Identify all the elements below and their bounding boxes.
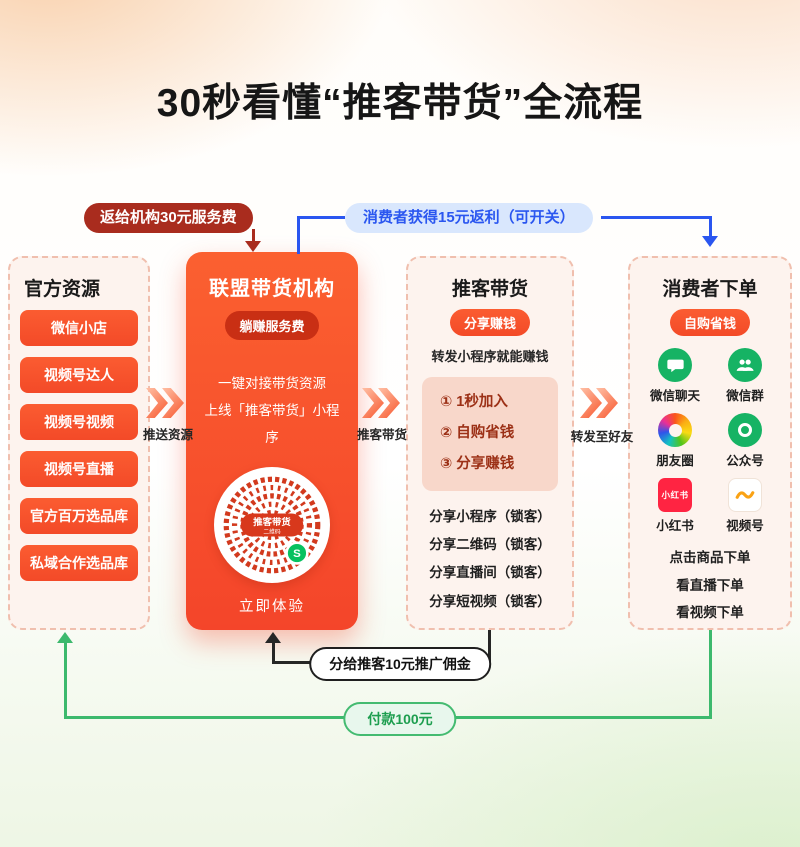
resources-title: 官方资源	[24, 279, 101, 300]
tuike-step: ③ 分享赚钱	[440, 456, 515, 473]
consumer-badge: 自购省钱	[669, 309, 750, 336]
share-item: 分享直播间（锁客）	[429, 565, 551, 581]
chevron-icon	[362, 388, 384, 418]
rebate-arrow-icon	[702, 236, 718, 247]
share-item: 分享小程序（锁客）	[429, 508, 551, 524]
channel-label: 朋友圈	[656, 454, 694, 468]
tuike-share-list: 分享小程序（锁客） 分享二维码（锁客） 分享直播间（锁客） 分享短视频（锁客）	[418, 503, 562, 616]
channel-official-account: 公众号	[712, 413, 778, 469]
panel-consumer: 消费者下单 自购省钱 微信聊天 微信群 朋友圈	[628, 256, 792, 630]
agency-line: 一键对接带货资源	[218, 376, 326, 391]
flow-label-3: 转发至好友	[570, 430, 634, 444]
consumer-rebate-badge: 消费者获得15元返利（可开关）	[345, 203, 593, 233]
panel-official-resources: 官方资源 微信小店 视频号达人 视频号视频 视频号直播 官方百万选品库 私域合作…	[8, 256, 150, 630]
consumer-title: 消费者下单	[662, 279, 758, 300]
rebate-connector-right-v	[709, 216, 712, 236]
miniprogram-glyph: S	[293, 548, 301, 560]
chevron-icon	[146, 388, 168, 418]
share-item: 分享短视频（锁客）	[429, 593, 551, 609]
miniprogram-icon	[285, 541, 309, 565]
channel-wechat-group: 微信群	[712, 348, 778, 404]
channel-label: 微信群	[726, 389, 764, 403]
agency-badge: 躺赚服务费	[225, 311, 319, 340]
channels-icon	[728, 478, 762, 512]
commission-arrow-icon	[265, 632, 281, 643]
panel-tuike: 推客带货 分享赚钱 转发小程序就能赚钱 ① 1秒加入 ② 自购省钱 ③ 分享赚钱…	[406, 256, 574, 630]
tuike-subtitle: 转发小程序就能赚钱	[431, 349, 549, 364]
official-account-icon	[728, 413, 762, 447]
qr-code: 推客带货 二维码 S	[214, 467, 330, 583]
consumer-action: 看直播下单	[676, 577, 744, 593]
tuike-badge: 分享赚钱	[449, 309, 530, 336]
chevron-icon	[580, 388, 602, 418]
flow-arrow-3-icon	[580, 388, 618, 418]
tuike-step: ② 自购省钱	[440, 425, 515, 442]
consumer-action: 看视频下单	[676, 605, 744, 621]
payment-arrow-icon	[57, 632, 73, 643]
rebate-connector-left-h	[297, 216, 345, 219]
channel-xiaohongshu: 小红书 小红书	[642, 478, 708, 534]
consumer-action: 点击商品下单	[669, 550, 751, 565]
consumer-channels: 微信聊天 微信群 朋友圈 公众号 小红书	[640, 348, 780, 534]
agency-fee-badge: 返给机构30元服务费	[84, 203, 253, 233]
flow-label-2: 推客带货	[356, 428, 407, 442]
resource-item: 官方百万选品库	[20, 498, 138, 534]
resource-item: 微信小店	[20, 310, 138, 346]
agency-line: 上线「推客带货」小程序	[204, 403, 340, 445]
qr-center-label: 推客带货	[253, 516, 291, 527]
share-item: 分享二维码（锁客）	[429, 536, 551, 552]
resource-item: 视频号达人	[20, 357, 138, 393]
payment-badge: 付款100元	[343, 702, 457, 736]
wechat-chat-icon	[658, 348, 692, 382]
flow-arrow-1-icon	[146, 388, 184, 418]
resource-item: 私域合作选品库	[20, 545, 138, 581]
qr-center-sublabel: 二维码	[263, 527, 280, 535]
flow-arrow-2-icon	[362, 388, 400, 418]
tuike-title: 推客带货	[451, 279, 528, 300]
payment-connector-v2	[64, 643, 67, 719]
wechat-group-icon	[728, 348, 762, 382]
channel-label: 微信聊天	[649, 389, 700, 403]
commission-badge: 分给推客10元推广佣金	[309, 647, 491, 681]
tuike-step: ① 1秒加入	[440, 394, 508, 410]
commission-connector-v1	[488, 630, 491, 664]
channel-label: 小红书	[656, 519, 694, 533]
agency-title: 联盟带货机构	[209, 278, 335, 300]
page-title: 30秒看懂“推客带货”全流程	[156, 82, 644, 125]
channel-wechat-chat: 微信聊天	[642, 348, 708, 404]
resource-item: 视频号视频	[20, 404, 138, 440]
commission-connector-v2	[272, 643, 275, 664]
moments-icon	[658, 413, 692, 447]
resource-item: 视频号直播	[20, 451, 138, 487]
xiaohongshu-icon: 小红书	[658, 478, 692, 512]
rebate-connector-right-h	[601, 216, 712, 219]
panel-agency: 联盟带货机构 躺赚服务费 一键对接带货资源 上线「推客带货」小程序 推客带货 二…	[186, 252, 358, 630]
channel-label: 公众号	[726, 454, 764, 468]
channel-shipinhao: 视频号	[712, 478, 778, 534]
fee-arrow-icon	[245, 241, 261, 252]
qr-code-icon: 推客带货 二维码 S	[223, 476, 321, 574]
tuike-steps: ① 1秒加入 ② 自购省钱 ③ 分享赚钱	[422, 377, 558, 491]
flow-label-1: 推送资源	[142, 428, 193, 442]
channel-moments: 朋友圈	[642, 413, 708, 469]
experience-now-label: 立即体验	[239, 599, 305, 615]
channel-label: 视频号	[726, 519, 764, 533]
payment-connector-v1	[709, 630, 712, 719]
fee-connector-line	[252, 229, 255, 242]
consumer-actions: 点击商品下单 看直播下单 看视频下单	[640, 544, 780, 627]
rebate-connector-left-v	[297, 216, 300, 254]
